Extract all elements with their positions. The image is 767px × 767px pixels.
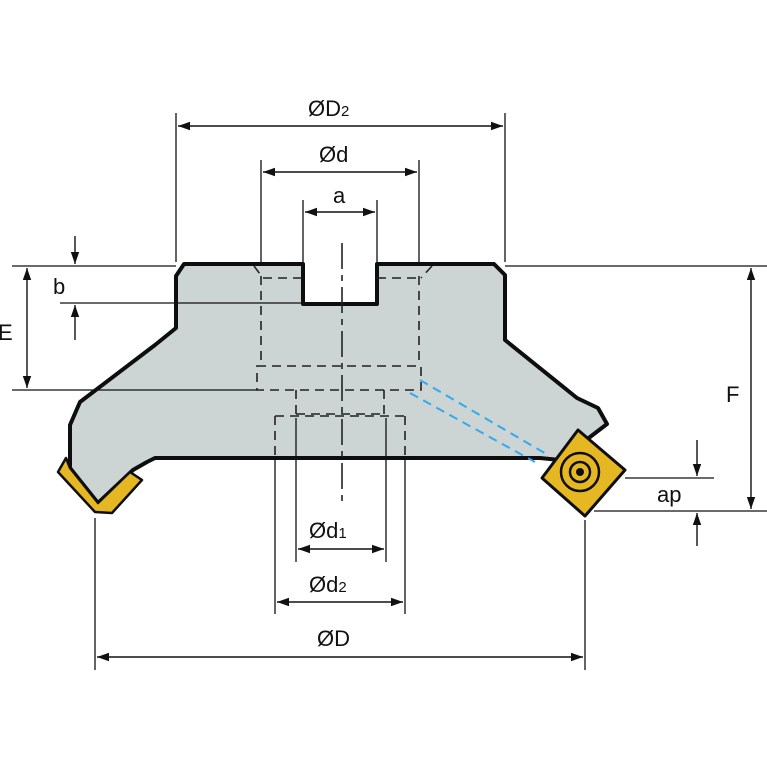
label-b: b (53, 274, 65, 299)
label-D2: ØD2 (308, 96, 349, 121)
dimension-lines (22, 121, 756, 662)
label-d1: Ød1 (309, 518, 347, 543)
extension-lines (12, 113, 767, 670)
label-d2: Ød2 (309, 572, 347, 597)
square-insert-icon (56, 456, 144, 515)
label-D: ØD (317, 626, 350, 651)
label-d: Ød (319, 142, 348, 167)
label-ap: ap (657, 482, 681, 507)
label-E: E (0, 320, 13, 345)
label-a: a (333, 183, 346, 208)
coolant-channel (409, 379, 549, 463)
square-insert-icon (540, 428, 627, 518)
label-F: F (726, 382, 739, 407)
cutter-body (68, 262, 609, 505)
hidden-lines (253, 265, 433, 458)
